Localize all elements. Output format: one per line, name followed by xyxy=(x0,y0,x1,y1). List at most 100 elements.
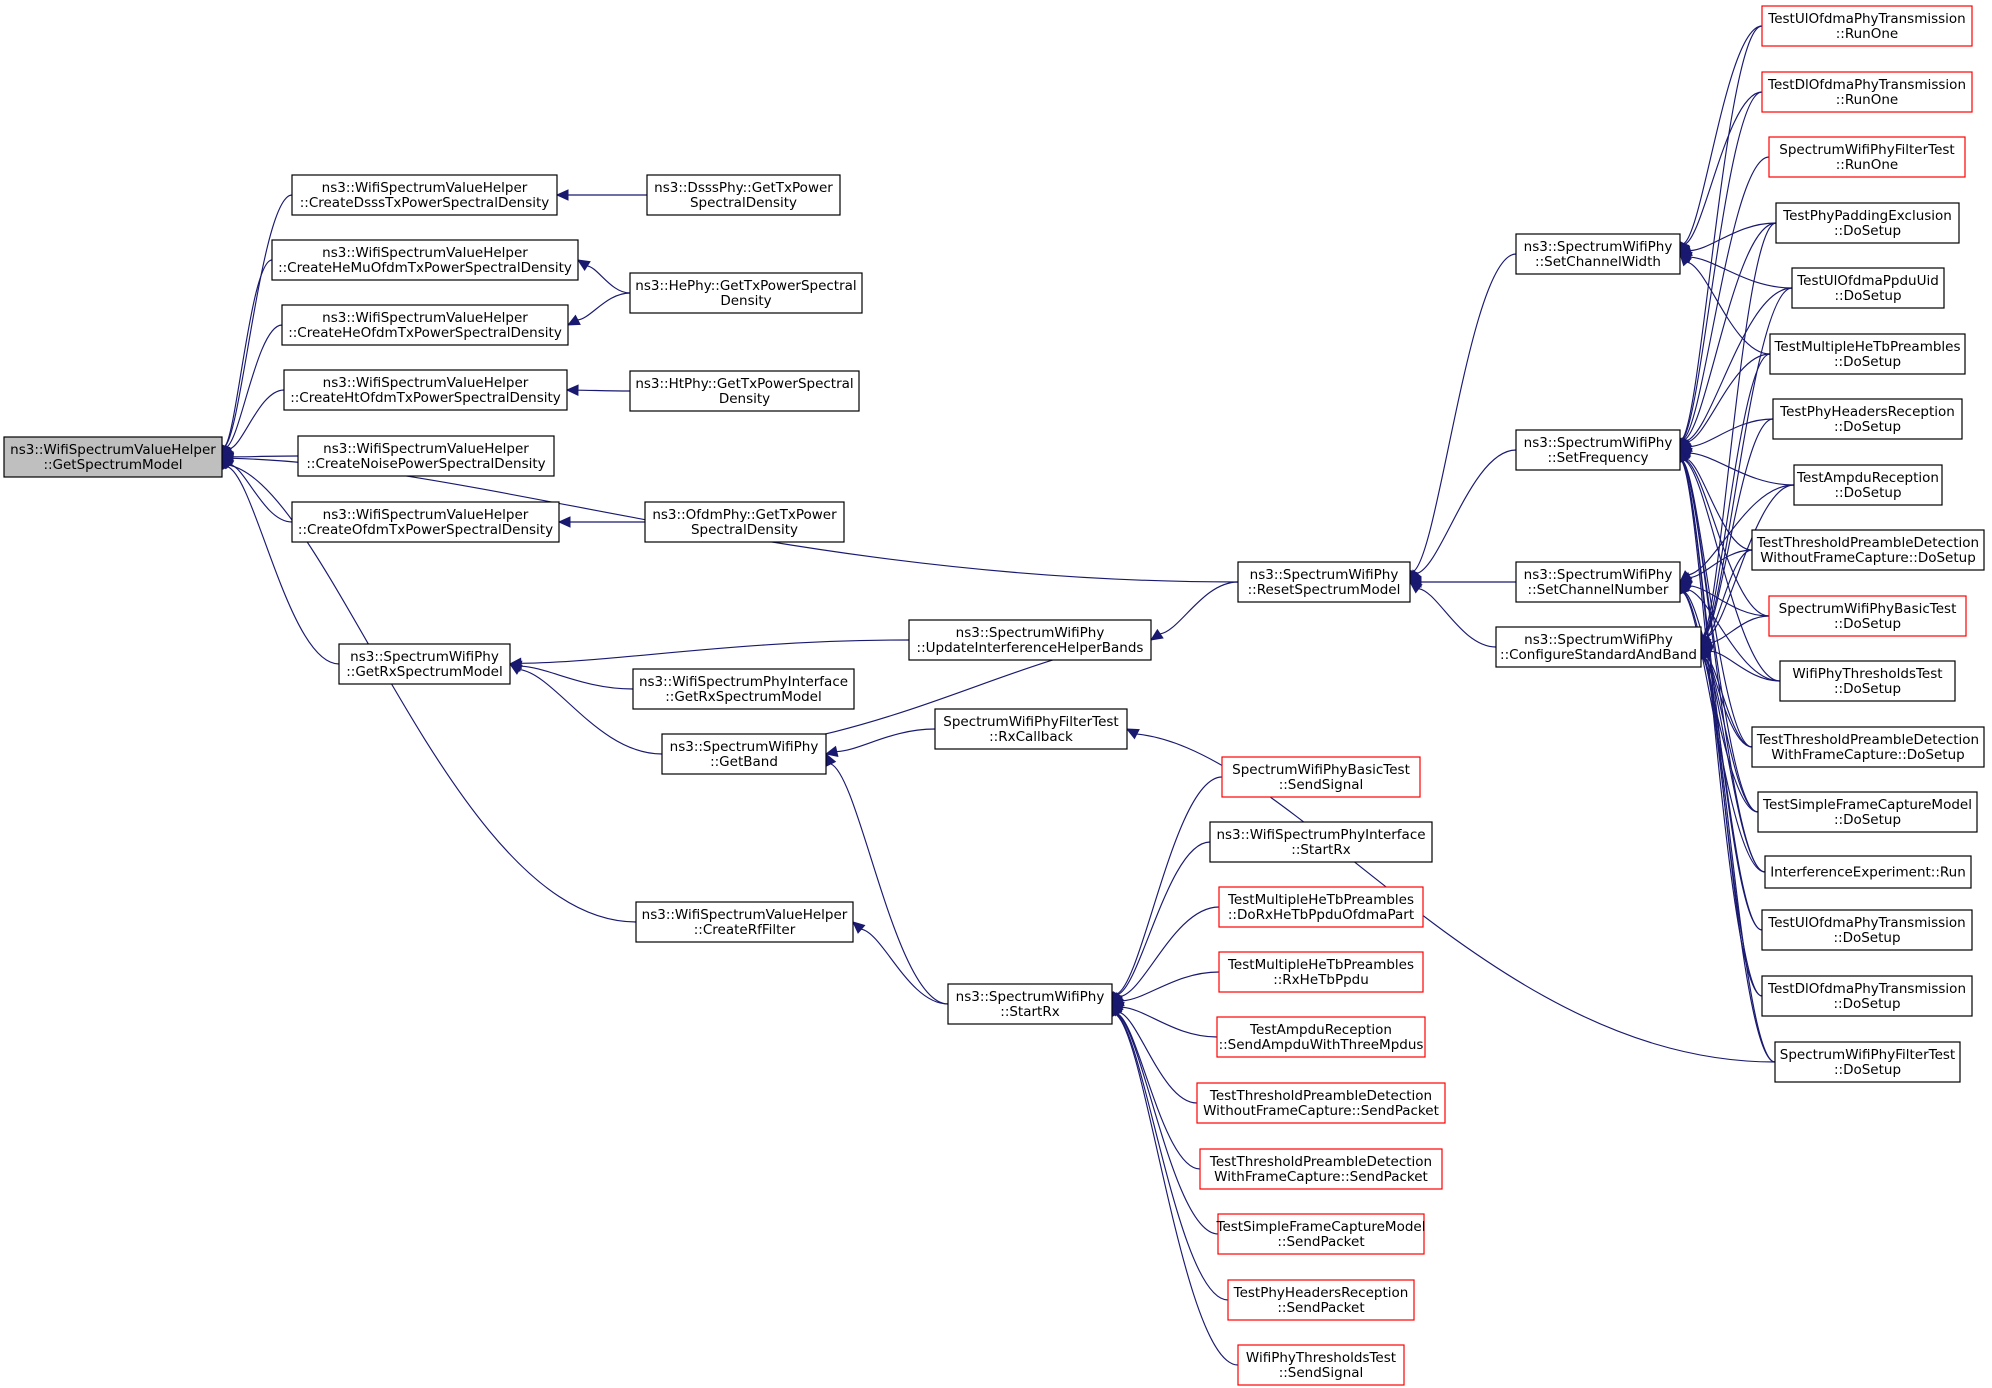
node-box xyxy=(1768,595,1967,637)
node-label-line: Density xyxy=(719,391,770,407)
node-tpd-wo-send[interactable]: TestThresholdPreambleDetectionWithoutFra… xyxy=(1196,1082,1446,1124)
node-iface-get-rx[interactable]: ns3::WifiSpectrumPhyInterface::GetRxSpec… xyxy=(632,668,855,710)
node-ulppdu-setup[interactable]: TestUlOfdmaPpduUid::DoSetup xyxy=(1791,267,1945,309)
node-box xyxy=(1769,333,1966,375)
node-set-freq[interactable]: ns3::SpectrumWifiPhy::SetFrequency xyxy=(1515,429,1681,471)
node-reset-model[interactable]: ns3::SpectrumWifiPhy::ResetSpectrumModel xyxy=(1237,561,1411,603)
node-hemu-helper[interactable]: ns3::WifiSpectrumValueHelper::CreateHeMu… xyxy=(271,239,579,281)
node-get-rx-model[interactable]: ns3::SpectrumWifiPhy::GetRxSpectrumModel xyxy=(338,643,511,685)
node-box xyxy=(1791,267,1945,309)
node-basic-setup[interactable]: SpectrumWifiPhyBasicTest::DoSetup xyxy=(1768,595,1967,637)
node-label-line: WifiPhyThresholdsTest xyxy=(1792,666,1942,682)
node-label-line: TestThresholdPreambleDetection xyxy=(1756,535,1979,551)
node-ht-helper[interactable]: ns3::WifiSpectrumValueHelper::CreateHtOf… xyxy=(283,369,568,411)
node-iface-startrx[interactable]: ns3::WifiSpectrumPhyInterface::StartRx xyxy=(1209,821,1433,863)
edge-line xyxy=(1690,585,1770,617)
node-filter-setup[interactable]: SpectrumWifiPhyFilterTest::DoSetup xyxy=(1774,1041,1961,1083)
edge-line xyxy=(519,669,663,755)
node-ofdm-helper[interactable]: ns3::WifiSpectrumValueHelper::CreateOfdm… xyxy=(291,501,560,543)
arrowhead-icon xyxy=(576,259,591,272)
node-label-line: ns3::SpectrumWifiPhy xyxy=(670,739,819,755)
node-set-width[interactable]: ns3::SpectrumWifiPhy::SetChannelWidth xyxy=(1515,233,1681,275)
node-filter-rxcb[interactable]: SpectrumWifiPhyFilterTest::RxCallback xyxy=(934,708,1128,750)
node-label-line: InterferenceExperiment::Run xyxy=(1770,865,1966,881)
node-mhe-setup[interactable]: TestMultipleHeTbPreambles::DoSetup xyxy=(1769,333,1966,375)
call-edge xyxy=(1678,251,1793,289)
node-get-band[interactable]: ns3::SpectrumWifiPhy::GetBand xyxy=(661,733,827,775)
node-label-line: TestThresholdPreambleDetection xyxy=(1756,732,1979,748)
node-tpd-wo-setup[interactable]: TestThresholdPreambleDetectionWithoutFra… xyxy=(1751,529,1985,571)
node-phr-setup[interactable]: TestPhyHeadersReception::DoSetup xyxy=(1772,398,1963,440)
edge-line xyxy=(1702,657,1763,997)
node-label-line: ns3::WifiSpectrumValueHelper xyxy=(10,442,216,458)
node-padding-setup[interactable]: TestPhyPaddingExclusion::DoSetup xyxy=(1775,202,1960,244)
node-mhe-dorx[interactable]: TestMultipleHeTbPreambles::DoRxHeTbPpduO… xyxy=(1218,886,1424,928)
node-box xyxy=(1218,886,1424,928)
node-box xyxy=(1757,791,1978,833)
node-mhe-rxtb[interactable]: TestMultipleHeTbPreambles::RxHeTbPpdu xyxy=(1218,951,1424,993)
node-label-line: ::RunOne xyxy=(1836,26,1898,42)
node-set-number[interactable]: ns3::SpectrumWifiPhy::SetChannelNumber xyxy=(1515,561,1681,603)
node-ampdu-send[interactable]: TestAmpduReception::SendAmpduWithThreeMp… xyxy=(1216,1016,1426,1058)
node-label-line: ::CreateHeOfdmTxPowerSpectralDensity xyxy=(288,325,562,341)
call-edge xyxy=(219,194,293,459)
edge-line xyxy=(1690,256,1793,289)
node-update-bands[interactable]: ns3::SpectrumWifiPhy::UpdateInterference… xyxy=(908,619,1152,661)
edge-line xyxy=(1702,657,1763,931)
edge-line xyxy=(1684,459,1781,682)
node-sfc-setup[interactable]: TestSimpleFrameCaptureModel::DoSetup xyxy=(1757,791,1978,833)
node-wpt-setup[interactable]: WifiPhyThresholdsTest::DoSetup xyxy=(1779,660,1956,702)
node-label-line: ::DoSetup xyxy=(1834,812,1901,828)
arrowhead-icon xyxy=(508,663,523,675)
node-box xyxy=(1221,756,1421,798)
edge-line xyxy=(1684,591,1753,748)
node-heofdm-helper[interactable]: ns3::WifiSpectrumValueHelper::CreateHeOf… xyxy=(281,304,569,346)
node-box xyxy=(934,708,1128,750)
node-label-line: ::DoRxHeTbPpduOfdmaPart xyxy=(1228,907,1414,923)
node-sfc-send[interactable]: TestSimpleFrameCaptureModel::SendPacket xyxy=(1216,1213,1426,1255)
node-ampdu-setup[interactable]: TestAmpduReception::DoSetup xyxy=(1793,464,1943,506)
node-ul-runone[interactable]: TestUlOfdmaPhyTransmission::RunOne xyxy=(1761,5,1973,47)
edge-line xyxy=(1703,353,1771,637)
node-box xyxy=(1515,233,1681,275)
node-box xyxy=(1495,626,1702,668)
call-edge xyxy=(555,189,647,201)
call-edge xyxy=(221,324,283,459)
node-ul-setup[interactable]: TestUlOfdmaPhyTransmission::DoSetup xyxy=(1761,909,1973,951)
node-box xyxy=(3,436,223,478)
node-label-line: ns3::SpectrumWifiPhy xyxy=(1524,239,1673,255)
node-box xyxy=(632,668,855,710)
node-interf-run[interactable]: InterferenceExperiment::Run xyxy=(1764,855,1972,889)
node-dsss-helper[interactable]: ns3::WifiSpectrumValueHelper::CreateDsss… xyxy=(291,174,558,216)
edge-line xyxy=(1703,287,1793,637)
arrowhead-icon xyxy=(1149,628,1164,641)
node-tpd-w-send[interactable]: TestThresholdPreambleDetectionWithFrameC… xyxy=(1199,1148,1443,1190)
edge-line xyxy=(1686,287,1793,442)
node-label-line: ns3::HePhy::GetTxPowerSpectral xyxy=(635,278,856,294)
call-edge xyxy=(1679,253,1771,355)
node-filter-runone[interactable]: SpectrumWifiPhyFilterTest::RunOne xyxy=(1768,136,1966,178)
node-box xyxy=(1515,561,1681,603)
node-dl-runone[interactable]: TestDlOfdmaPhyTransmission::RunOne xyxy=(1761,71,1973,113)
node-start-rx[interactable]: ns3::SpectrumWifiPhy::StartRx xyxy=(947,983,1113,1025)
node-label-line: ns3::WifiSpectrumValueHelper xyxy=(323,375,529,391)
node-config-std[interactable]: ns3::SpectrumWifiPhy::ConfigureStandardA… xyxy=(1495,626,1702,668)
node-basic-send[interactable]: SpectrumWifiPhyBasicTest::SendSignal xyxy=(1221,756,1421,798)
node-root[interactable]: ns3::WifiSpectrumValueHelper::GetSpectru… xyxy=(3,436,223,478)
node-label-line: WithoutFrameCapture::SendPacket xyxy=(1203,1103,1439,1119)
node-dl-setup[interactable]: TestDlOfdmaPhyTransmission::DoSetup xyxy=(1761,975,1973,1017)
node-label-line: ::GetRxSpectrumModel xyxy=(346,664,502,680)
node-create-rf[interactable]: ns3::WifiSpectrumValueHelper::CreateRfFi… xyxy=(635,901,854,943)
node-label-line: ::SendAmpduWithThreeMpdus xyxy=(1219,1037,1424,1053)
node-label-line: WithFrameCapture::SendPacket xyxy=(1214,1169,1428,1185)
call-edge xyxy=(1697,222,1777,649)
node-wpt-send[interactable]: WifiPhyThresholdsTest::SendSignal xyxy=(1237,1344,1405,1386)
node-tpd-w-setup[interactable]: TestThresholdPreambleDetectionWithFrameC… xyxy=(1751,726,1985,768)
node-noise-helper[interactable]: ns3::WifiSpectrumValueHelper::CreateNois… xyxy=(297,435,555,477)
node-label-line: ::CreateNoisePowerSpectralDensity xyxy=(306,456,545,472)
node-phr-send[interactable]: TestPhyHeadersReception::SendPacket xyxy=(1227,1279,1415,1321)
